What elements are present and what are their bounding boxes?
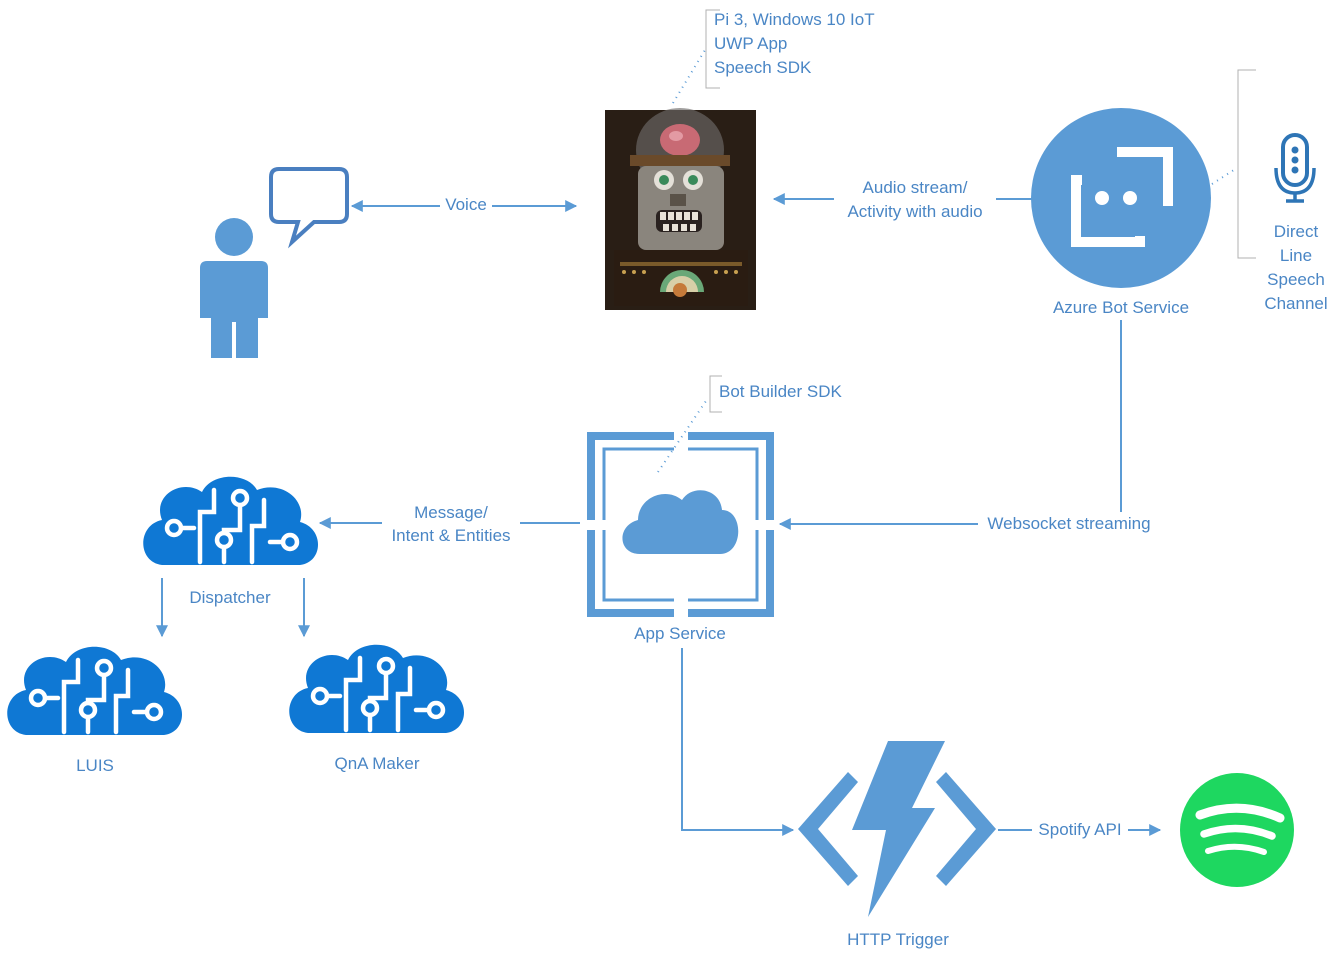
device-note-bracket xyxy=(705,9,720,89)
device-note-os: Pi 3, Windows 10 IoT xyxy=(714,10,875,29)
activity-audio-label: Activity with audio xyxy=(834,200,996,224)
websocket-label: Websocket streaming xyxy=(978,512,1160,536)
azure-function-icon xyxy=(798,741,996,917)
channel-note-bracket xyxy=(1237,69,1256,259)
speech-bubble-icon xyxy=(269,167,349,249)
microphone-icon xyxy=(1274,133,1316,203)
spotify-logo xyxy=(1180,773,1294,887)
device-note-app: UWP App xyxy=(714,34,788,53)
audio-stream-label: Audio stream/ xyxy=(834,176,996,200)
message-label: Message/ xyxy=(382,501,520,525)
dispatcher-label: Dispatcher xyxy=(189,588,271,607)
luis-label: LUIS xyxy=(76,756,114,775)
direct-line-label-4: Channel xyxy=(1264,294,1328,313)
azure-bot-service-label: Azure Bot Service xyxy=(1052,298,1190,317)
app-service-note: Bot Builder SDK xyxy=(719,382,842,401)
app-service-icon xyxy=(587,432,774,617)
qna-maker-label: QnA Maker xyxy=(334,754,420,773)
robot-head-photo xyxy=(605,108,756,310)
app-function-connector xyxy=(681,648,795,836)
person-icon xyxy=(200,218,268,358)
websocket-connector xyxy=(778,320,1122,530)
http-trigger-label: HTTP Trigger xyxy=(847,930,949,949)
azure-bot-service-icon xyxy=(1031,108,1211,288)
app-service-label: App Service xyxy=(634,624,726,643)
direct-line-label-2: Line xyxy=(1279,246,1313,265)
luis-brain-icon xyxy=(7,647,182,735)
voice-label: Voice xyxy=(440,193,492,217)
device-note-sdk: Speech SDK xyxy=(714,58,812,77)
dispatcher-brain-icon xyxy=(143,477,318,565)
device-note-connector xyxy=(672,49,706,104)
direct-line-label-1: Direct xyxy=(1273,222,1319,241)
intent-entities-label: Intent & Entities xyxy=(382,524,520,548)
app-note-bracket xyxy=(709,375,722,413)
channel-note-connector xyxy=(1211,167,1238,185)
qna-maker-brain-icon xyxy=(289,645,464,733)
spotify-api-label: Spotify API xyxy=(1032,818,1128,842)
direct-line-label-3: Speech xyxy=(1267,270,1325,289)
